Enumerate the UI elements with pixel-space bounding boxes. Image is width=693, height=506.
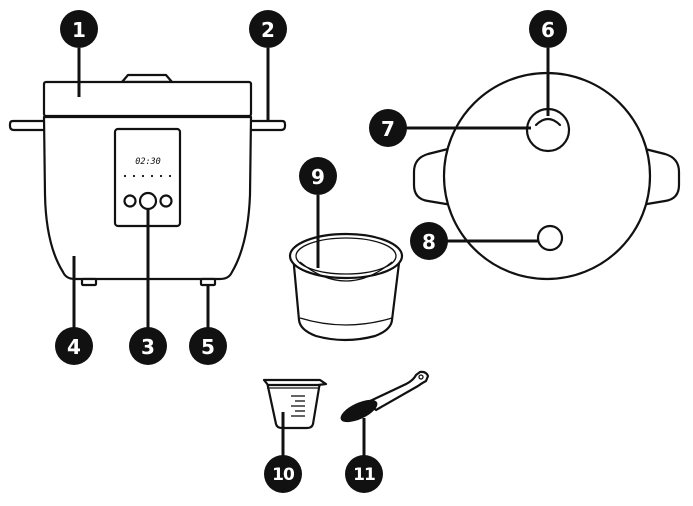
callout-4-label: 4 [67, 335, 81, 359]
leader-lines [72, 48, 550, 458]
inner-pot-rim-outer [288, 232, 404, 280]
display-time: 02:30 [135, 157, 161, 167]
callout-7: 7 [369, 109, 407, 147]
callout-8: 8 [410, 222, 448, 260]
inner-pot-inner-wall [299, 261, 393, 282]
top-handle-left [412, 146, 454, 207]
callout-5-label: 5 [201, 335, 215, 359]
rice-spatula [340, 370, 430, 423]
callout-5: 5 [189, 327, 227, 365]
callout-4: 4 [55, 327, 93, 365]
lid-release-button[interactable] [536, 224, 564, 252]
callout-10: 10 [264, 455, 302, 493]
button-left[interactable] [123, 194, 137, 208]
indicator-lights [123, 174, 172, 178]
steam-vent-slot [534, 117, 562, 127]
button-right[interactable] [159, 194, 173, 208]
measuring-cup-markings [291, 395, 305, 417]
foot-left [80, 277, 98, 287]
callout-9: 9 [299, 157, 337, 195]
callout-10-label: 10 [272, 465, 295, 485]
callout-8-label: 8 [422, 230, 436, 254]
callout-9-label: 9 [311, 165, 325, 189]
measuring-cup-body [265, 381, 322, 430]
measuring-cup-spout [262, 378, 328, 387]
callout-7-label: 7 [381, 117, 395, 141]
right-handle [248, 119, 287, 132]
callout-6: 6 [529, 10, 567, 48]
callout-2-label: 2 [261, 18, 275, 42]
foot-right [199, 277, 217, 287]
main-body [42, 115, 253, 281]
callout-11-label: 11 [353, 465, 375, 485]
callout-1-label: 1 [72, 18, 86, 42]
callout-1: 1 [60, 10, 98, 48]
top-handle-right [639, 146, 681, 207]
callout-3-label: 3 [141, 335, 155, 359]
callout-2: 2 [249, 10, 287, 48]
inner-pot [288, 232, 404, 342]
spatula-hang-hole [418, 374, 424, 380]
callout-6-label: 6 [541, 18, 555, 42]
measuring-cup [262, 378, 328, 430]
spatula-blade [340, 399, 378, 423]
left-handle [8, 119, 46, 132]
inner-pot-rim-inner [295, 237, 397, 275]
inner-pot-bottom-line [299, 317, 393, 326]
callout-11: 11 [345, 455, 383, 493]
rice-cooker-front-view: 02:30 [8, 73, 287, 287]
spatula-handle [366, 370, 430, 412]
lid [42, 80, 253, 118]
callout-3: 3 [129, 327, 167, 365]
